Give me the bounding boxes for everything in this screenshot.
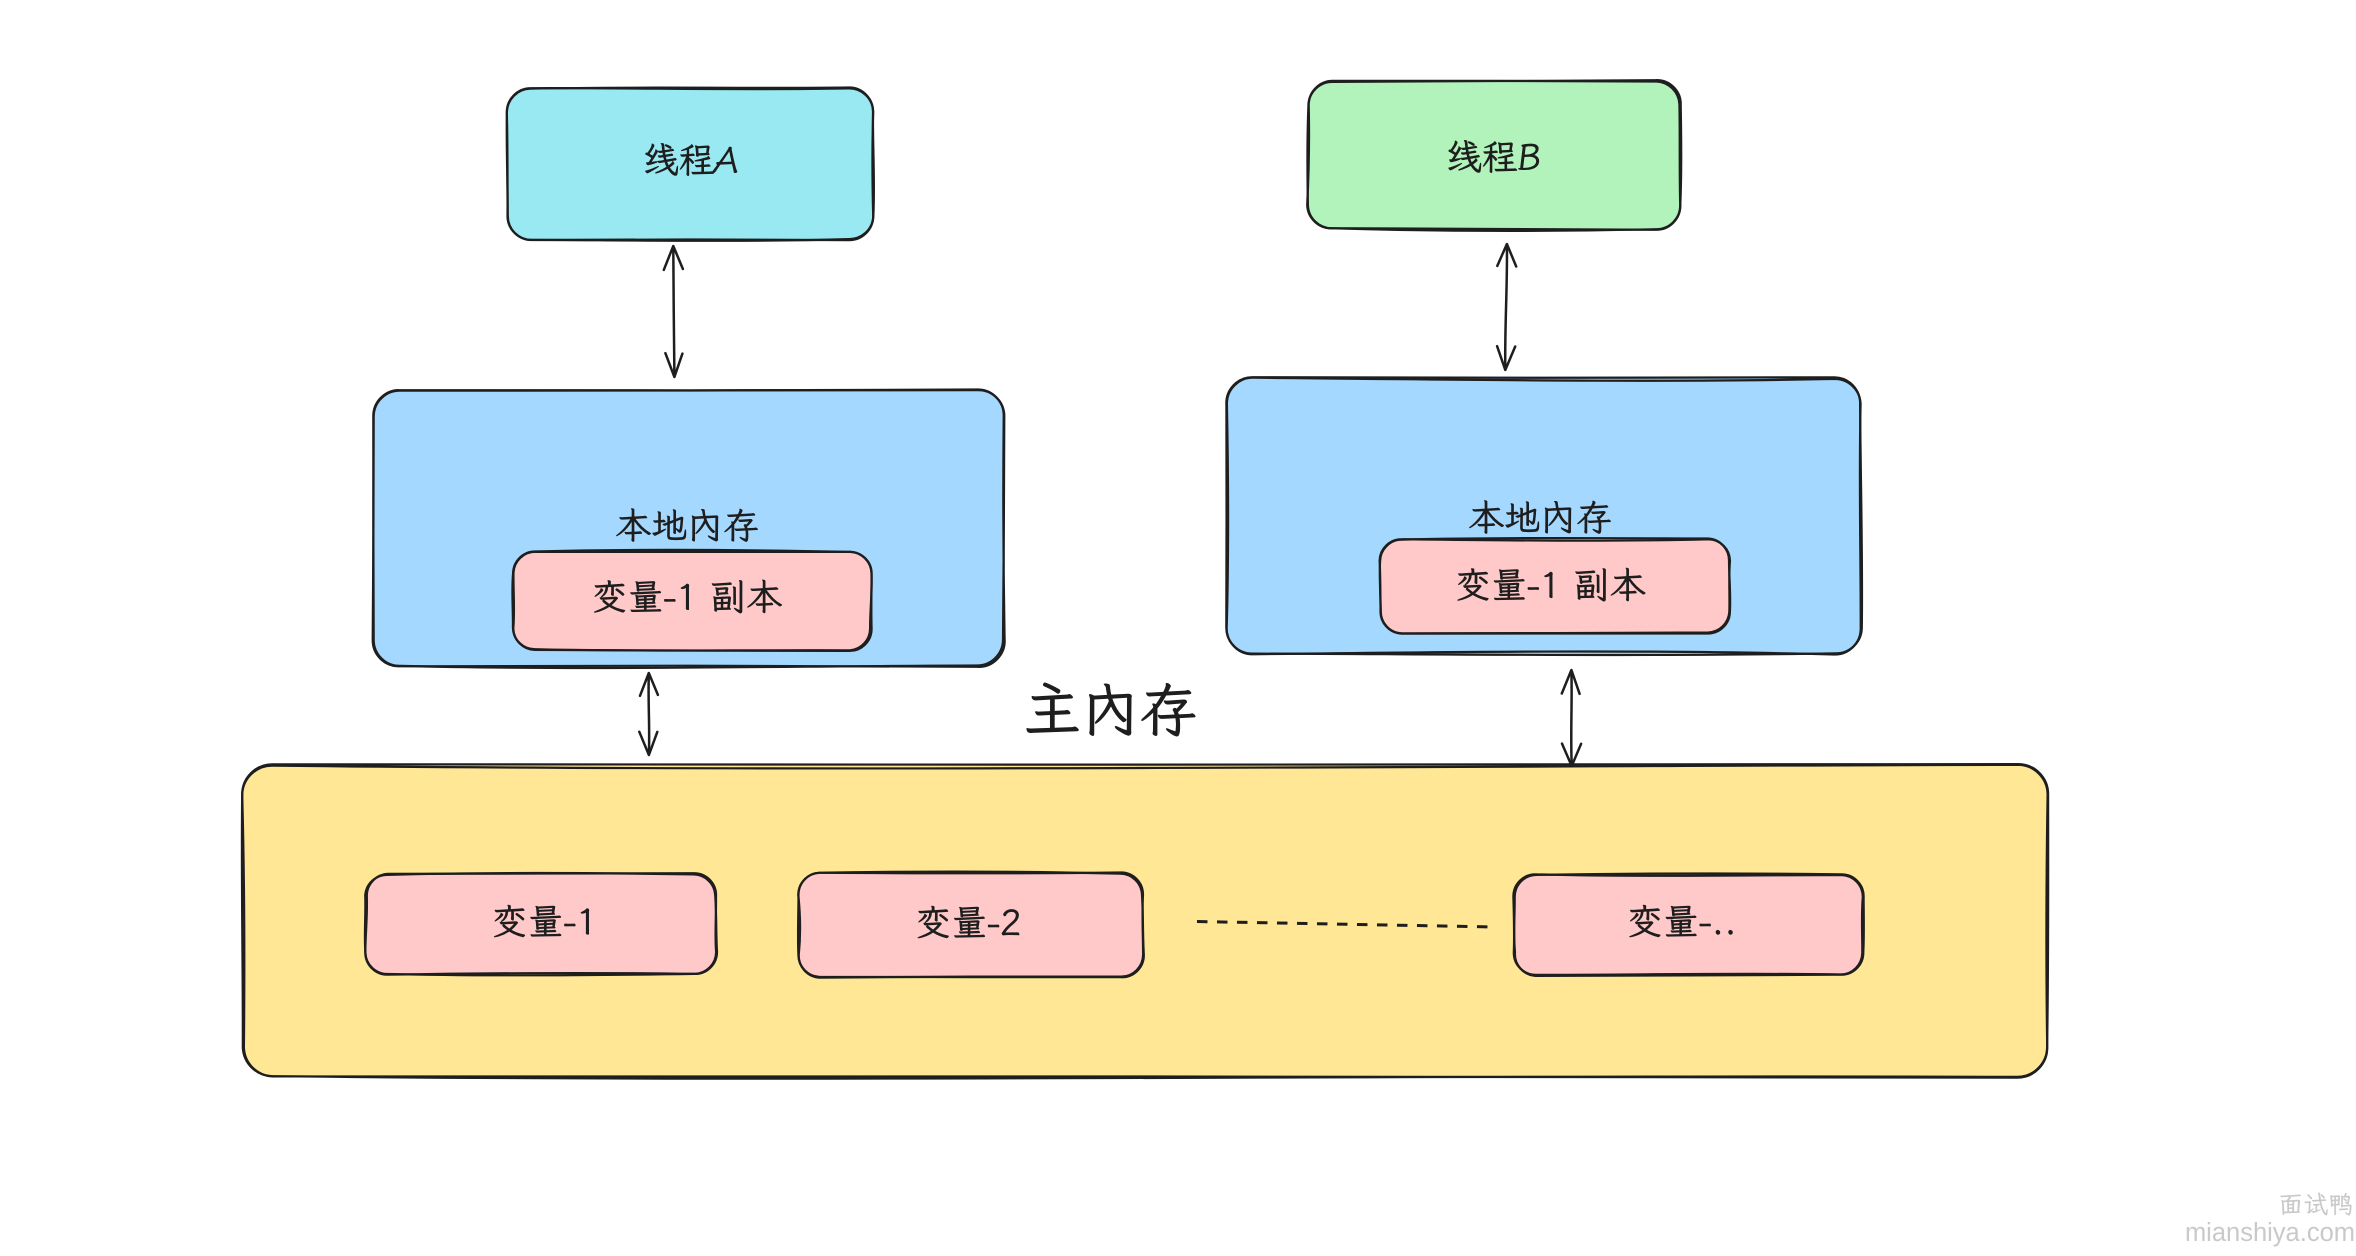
svg-text:mianshiya.com: mianshiya.com [2185,1219,2355,1247]
